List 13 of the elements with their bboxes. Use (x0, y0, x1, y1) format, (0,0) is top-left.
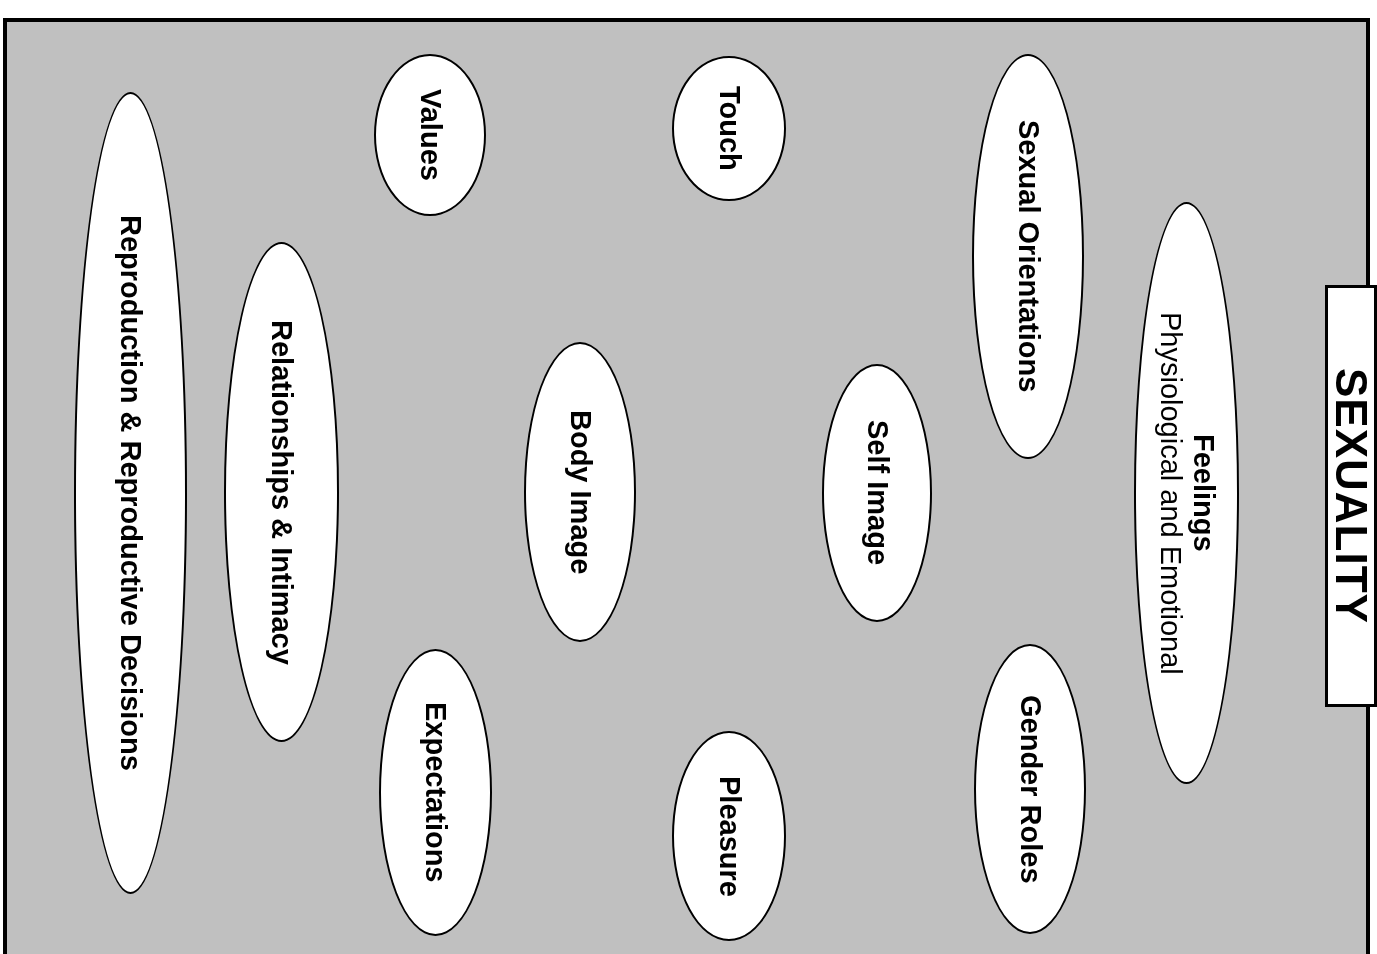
topic-label: Touch (712, 86, 746, 171)
topic-label: Relationships & Intimacy (265, 319, 298, 665)
topic-label: Sexual Orientations (1011, 120, 1045, 393)
topic-label: Values (413, 89, 447, 181)
topic-label: Gender Roles (1013, 694, 1047, 884)
title: SEXUALITY (1326, 368, 1376, 624)
topic-label: Pleasure (712, 775, 746, 897)
topic-label: Feelings (1186, 434, 1220, 552)
topic-subtitle: Physiological and Emotional (1153, 311, 1187, 675)
topic-label: Reproduction & Reproductive Decisions (114, 215, 147, 771)
topic-label: Expectations (419, 702, 452, 883)
topic-label: Body Image (563, 409, 597, 575)
topic-label: Self Image (860, 420, 894, 566)
